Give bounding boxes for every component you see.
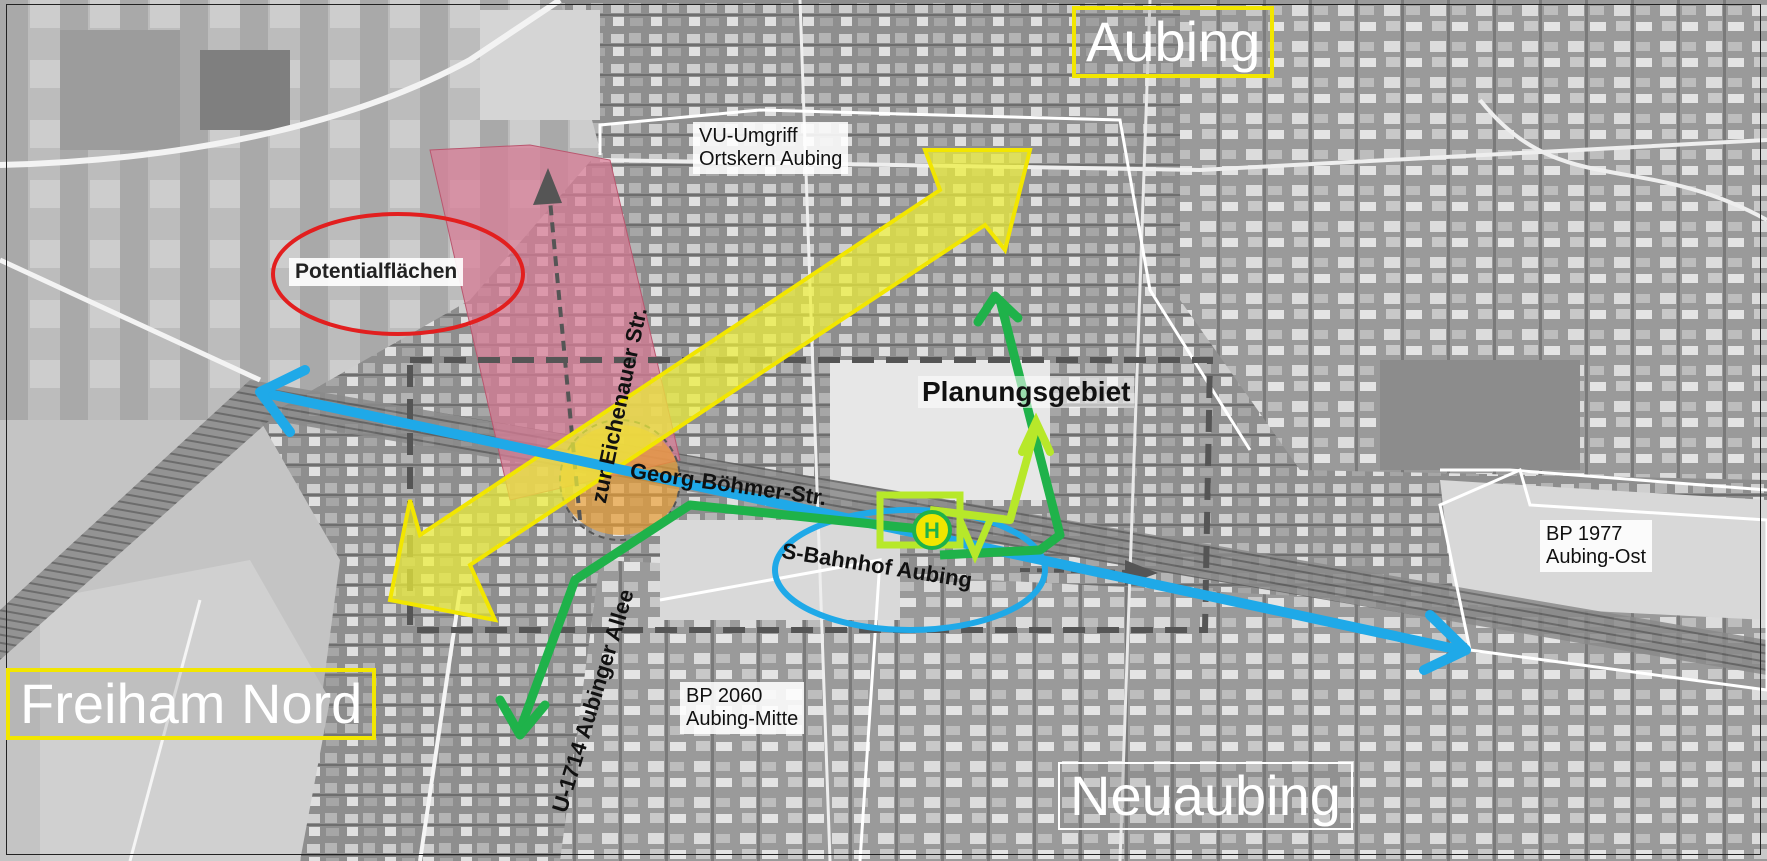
label-bp-2060-line1: BP 2060 xyxy=(686,685,763,707)
label-vu-umgriff: VU-Umgriff Ortskern Aubing xyxy=(693,122,849,174)
label-freiham-nord: Freiham Nord xyxy=(6,668,377,741)
label-aubing: Aubing xyxy=(1072,6,1275,79)
label-bp-1977-line1: BP 1977 xyxy=(1546,523,1623,545)
label-potentialflaechen: Potentialflächen xyxy=(289,258,464,287)
label-vu-umgriff-line2: Ortskern Aubing xyxy=(699,148,843,170)
bus-stop-icon: H xyxy=(912,510,952,550)
label-bp-2060: BP 2060 Aubing-Mitte xyxy=(680,682,805,734)
label-bp-1977-line2: Aubing-Ost xyxy=(1546,546,1647,568)
label-bp-1977: BP 1977 Aubing-Ost xyxy=(1540,520,1653,572)
label-vu-umgriff-line1: VU-Umgriff xyxy=(699,125,798,147)
bus-stop-symbol: H xyxy=(924,518,940,543)
label-bp-2060-line2: Aubing-Mitte xyxy=(686,708,799,730)
label-planungsgebiet: Planungsgebiet xyxy=(918,376,1135,409)
label-neuaubing: Neuaubing xyxy=(1058,762,1353,831)
